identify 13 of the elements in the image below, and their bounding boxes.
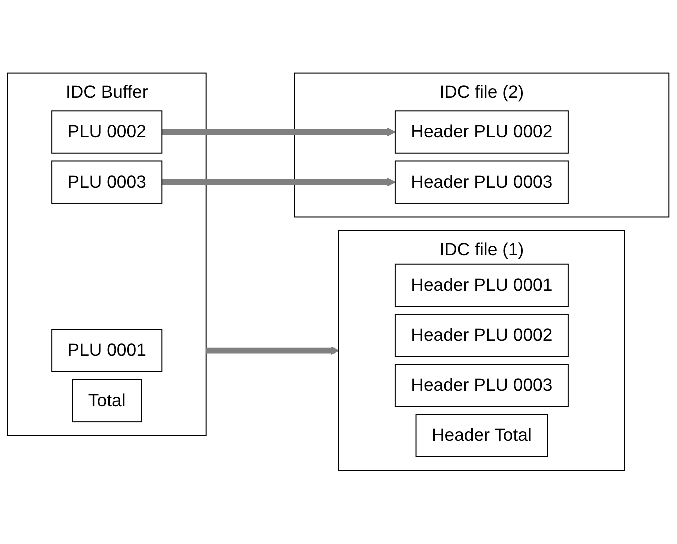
node-box: Total (72, 379, 142, 423)
arrow (206, 346, 340, 356)
node-box: Header PLU 0003 (394, 364, 569, 408)
node-box: PLU 0003 (52, 160, 163, 204)
node-box: Header PLU 0002 (394, 110, 569, 154)
node-box: Header PLU 0002 (394, 314, 569, 358)
node-box: Header PLU 0001 (394, 264, 569, 308)
node-box: Header PLU 0003 (394, 160, 569, 204)
node-box: PLU 0001 (52, 329, 163, 372)
arrow (162, 178, 396, 187)
node-box: Header Total (416, 414, 548, 458)
arrow (162, 128, 396, 137)
node-box: PLU 0002 (52, 110, 163, 154)
